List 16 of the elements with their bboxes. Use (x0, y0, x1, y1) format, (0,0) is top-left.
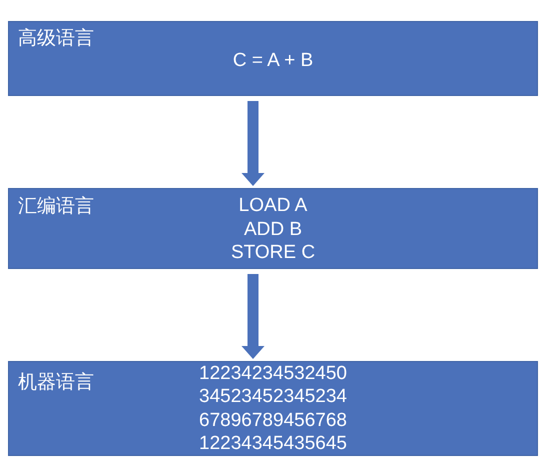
code-line: 12234234532450 (199, 363, 347, 385)
code-line: ADD B (244, 218, 302, 240)
code-line: LOAD A (238, 195, 308, 217)
box-title: 机器语言 (18, 371, 94, 393)
box-title: 汇编语言 (18, 195, 94, 217)
arrow (242, 101, 264, 186)
process-box (8, 21, 538, 96)
code-line: C = A + B (232, 50, 314, 72)
code-line: STORE C (230, 242, 316, 264)
arrow (242, 274, 264, 359)
code-line: 12234345435645 (199, 433, 347, 456)
box-title: 高级语言 (18, 27, 94, 49)
code-line: 34523452345234 (199, 386, 347, 408)
process-box (8, 188, 538, 269)
code-line: 67896789456768 (199, 410, 347, 432)
process-box (8, 361, 538, 456)
